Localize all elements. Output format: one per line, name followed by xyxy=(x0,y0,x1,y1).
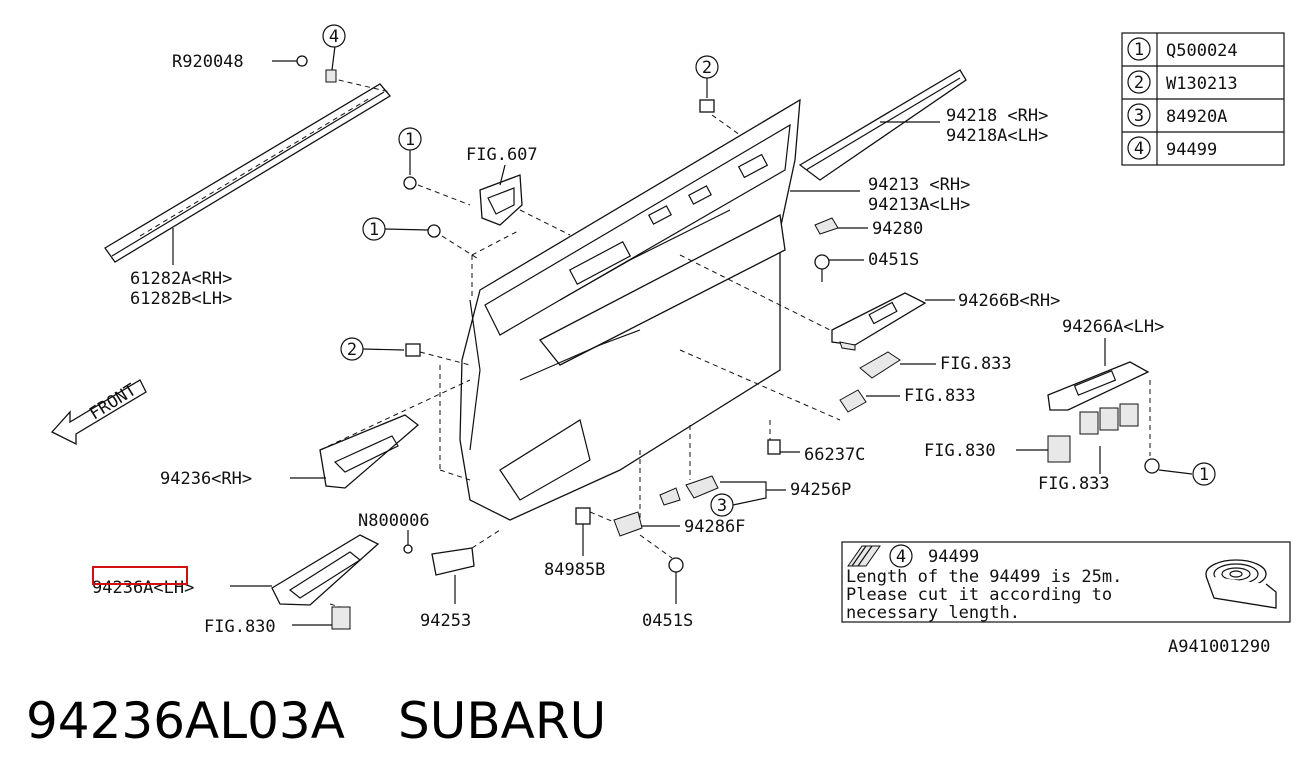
label-94218a: 94218A<LH> xyxy=(946,126,1048,146)
callout-3: 3 xyxy=(717,496,727,516)
switch-panel-94266a-part xyxy=(1047,361,1150,435)
switch-833-a xyxy=(859,351,901,379)
legend-code-2: W130213 xyxy=(1166,74,1238,94)
footer-part-number: 94236AL03A xyxy=(26,692,345,750)
note-line-2: Please cut it according to xyxy=(846,585,1112,605)
label-94213: 94213 <RH> xyxy=(868,175,970,195)
callout-1-mid: 1 xyxy=(369,220,379,240)
label-fig833-b: FIG.833 xyxy=(904,386,976,406)
switch-830-b xyxy=(331,606,351,630)
label-fig830-a: FIG.830 xyxy=(924,441,996,461)
footer-brand: SUBARU xyxy=(398,692,606,750)
label-fig833-a: FIG.833 xyxy=(940,354,1012,374)
label-fig830-b: FIG.830 xyxy=(204,617,276,637)
label-94266a: 94266A<LH> xyxy=(1062,317,1164,337)
legend-num-2: 2 xyxy=(1134,73,1144,93)
label-0451s-a: 0451S xyxy=(868,250,919,270)
note-part: 94499 xyxy=(928,547,979,567)
screw-icon-3 xyxy=(1144,458,1160,474)
screw-0451s-icon xyxy=(814,254,830,270)
legend-code-4: 94499 xyxy=(1166,140,1217,160)
nut-icon xyxy=(403,544,413,554)
highlight-box xyxy=(92,566,188,585)
note-line-1: Length of the 94499 is 25m. xyxy=(846,567,1122,587)
switch-833-b xyxy=(839,389,867,413)
clip-icon-3 xyxy=(405,343,421,357)
garnish-94218-part xyxy=(798,69,967,181)
front-arrow-icon xyxy=(50,379,147,446)
weatherstrip-part xyxy=(104,77,391,265)
callout-1-right: 1 xyxy=(1199,465,1209,485)
part-94253 xyxy=(431,547,475,576)
screw-0451s-icon-2 xyxy=(668,557,684,573)
callout-2-top: 2 xyxy=(702,58,712,78)
clip-94256p-part xyxy=(659,475,719,506)
note-callout: 4 xyxy=(896,547,906,567)
label-n800006: N800006 xyxy=(358,511,430,531)
label-0451s-b: 0451S xyxy=(642,611,693,631)
connector-66237c xyxy=(767,439,781,455)
label-front: FRONT xyxy=(86,380,140,424)
legend-table: 1 2 3 4 Q500024 W130213 84920A 94499 xyxy=(1121,32,1285,166)
legend-num-4: 4 xyxy=(1134,139,1144,159)
part-84985b xyxy=(575,507,591,525)
callout-2-left: 2 xyxy=(347,340,357,360)
label-94218: 94218 <RH> xyxy=(946,106,1048,126)
label-94280: 94280 xyxy=(872,219,923,239)
label-fig833-c: FIG.833 xyxy=(1038,474,1110,494)
legend-code-3: 84920A xyxy=(1166,107,1227,127)
clip-94286f-part xyxy=(613,511,643,537)
callout-1-top: 1 xyxy=(405,130,415,150)
label-94266b: 94266B<RH> xyxy=(958,291,1060,311)
label-94236-rh: 94236<RH> xyxy=(160,469,252,489)
label-94286f: 94286F xyxy=(684,517,745,537)
screw-icon-2 xyxy=(427,224,441,238)
label-61282b: 61282B<LH> xyxy=(130,289,232,309)
clip-icon xyxy=(296,55,308,67)
label-r920048: R920048 xyxy=(172,52,244,72)
label-84985b: 84985B xyxy=(544,560,605,580)
screw-icon xyxy=(403,176,417,190)
legend-num-3: 3 xyxy=(1134,106,1144,126)
label-94256p: 94256P xyxy=(790,480,851,500)
callout-4: 4 xyxy=(329,27,339,47)
diagram-id: A941001290 xyxy=(1168,637,1270,657)
switch-830-a xyxy=(1047,435,1071,463)
handle-94236-rh-part xyxy=(319,414,420,489)
label-94236a-lh: 94236A<LH> xyxy=(92,578,194,598)
door-trim-panel xyxy=(439,98,801,521)
label-94253: 94253 xyxy=(420,611,471,631)
handle-94236a-lh-part xyxy=(271,534,380,606)
label-66237c: 66237C xyxy=(804,445,865,465)
label-94213a: 94213A<LH> xyxy=(868,195,970,215)
note-line-3: necessary length. xyxy=(846,603,1020,623)
pad-94280-part xyxy=(814,217,839,235)
label-fig607: FIG.607 xyxy=(466,145,538,165)
tape-swatch-icon xyxy=(847,545,881,567)
clip-icon-2 xyxy=(699,99,715,113)
note-box: 4 94499 Length of the 94499 is 25m. Plea… xyxy=(841,541,1291,623)
tape-roll-icon xyxy=(1205,559,1277,609)
inner-handle-part xyxy=(479,174,523,226)
switch-panel-94266b-part xyxy=(831,292,927,351)
legend-code-1: Q500024 xyxy=(1166,41,1238,61)
label-61282a: 61282A<RH> xyxy=(130,269,232,289)
legend-num-1: 1 xyxy=(1134,40,1144,60)
